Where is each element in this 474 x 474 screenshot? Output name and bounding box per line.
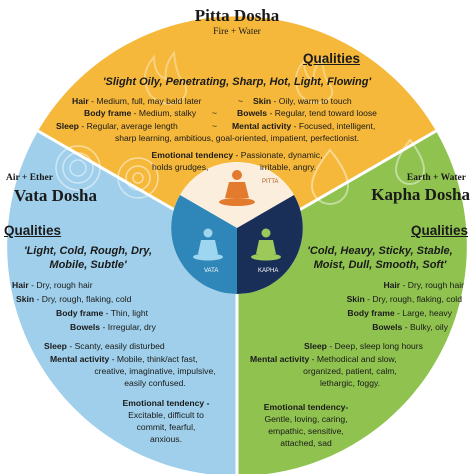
pitta-row-skin: Skin - Oily, warm to touch (253, 96, 352, 106)
pitta-qualities: 'Slight Oily, Penetrating, Sharp, Hot, L… (102, 76, 372, 88)
kapha-qualities-2: Moist, Dull, Smooth, Soft' (313, 259, 447, 271)
pitta-row-bowels: Bowels - Regular, tend toward loose (237, 108, 377, 118)
vata-mental-cont-2: easily confused. (124, 378, 186, 388)
pitta-row-sleep: Sleep - Regular, average length (56, 121, 178, 131)
pitta-qualities-heading: Qualities (303, 51, 361, 66)
kapha-mental-cont-2: lethargic, foggy. (319, 378, 381, 388)
kapha-row-hair: Hair - Dry, rough hair (383, 280, 464, 290)
kapha-row-skin: Skin - Dry, rough, flaking, cold (346, 294, 462, 304)
pitta-emotional-right: irritable, angry. (260, 162, 317, 172)
vata-mental-cont-1: creative, imaginative, impulsive, (94, 366, 216, 376)
kapha-row-body-frame: Body frame - Large, heavy (347, 308, 452, 318)
vata-row-sleep: Sleep - Scanty, easily disturbed (44, 341, 165, 351)
kapha-row-sleep: Sleep - Deep, sleep long hours (304, 341, 423, 351)
fire-watermark-icon (143, 50, 334, 105)
vata-row-mental: Mental activity - Mobile, think/act fast… (50, 354, 198, 364)
center-pitta-label: PITTA (262, 179, 279, 185)
kapha-emotional-3: attached, sad (280, 438, 332, 448)
vata-qualities-1: 'Light, Cold, Rough, Dry, (23, 245, 153, 257)
pitta-row-hair: Hair - Medium, full, may bald later (72, 96, 202, 106)
vata-row-skin: Skin - Dry, rough, flaking, cold (16, 294, 132, 304)
pitta-mental-cont: sharp learning, ambitious, goal-oriented… (114, 133, 360, 143)
vata-qualities-2: Mobile, Subtle' (49, 259, 127, 271)
vata-meditation-figure-icon (193, 228, 223, 261)
pitta-row-mental: Mental activity - Focused, intelligent, (232, 121, 376, 131)
vata-row-hair: Hair - Dry, rough hair (12, 280, 93, 290)
pitta-emotional: Emotional tendency - Passionate, dynamic… (151, 150, 323, 160)
pitta-row-sep-2: ~ (212, 108, 218, 118)
vata-emotional-3: anxious. (149, 434, 182, 444)
kapha-emotional-1: Gentle, loving, caring, (264, 414, 348, 424)
water-drop-icon (310, 138, 426, 205)
vata-row-body-frame: Body frame - Thin, light (56, 308, 149, 318)
center-kapha-label: KAPHA (258, 268, 278, 274)
vata-elements: Air + Ether (6, 173, 53, 183)
vata-emotional-2: commit, fearful, (136, 422, 196, 432)
kapha-mental-cont-1: organized, patient, calm, (303, 366, 397, 376)
kapha-emotional-2: empathic, sensitive, (268, 426, 344, 436)
vata-qualities-heading: Qualities (4, 223, 62, 238)
kapha-qualities-1: 'Cold, Heavy, Sticky, Stable, (307, 245, 453, 257)
pitta-row-sep-3: ~ (212, 121, 218, 131)
kapha-row-bowels: Bowels - Bulky, oily (372, 322, 448, 332)
vata-title: Vata Dosha (14, 186, 97, 205)
pitta-meditation-figure-icon (219, 170, 255, 206)
vata-emotional-1: Excitable, difficult to (128, 410, 204, 420)
pitta-row-sep-1: ~ (238, 96, 244, 106)
kapha-row-mental: Mental activity - Methodical and slow, (250, 354, 397, 364)
center-vata-label: VATA (204, 268, 218, 274)
pitta-row-body-frame: Body frame - Medium, stalky (84, 108, 197, 118)
kapha-title: Kapha Dosha (371, 185, 470, 204)
pitta-emotional-left: holds grudges, (152, 162, 209, 172)
kapha-emotional-label: Emotional tendency- (263, 402, 349, 412)
kapha-elements: Earth + Water (406, 173, 466, 183)
vata-emotional-label: Emotional tendency - (122, 398, 210, 408)
pitta-title: Pitta Dosha (194, 6, 280, 25)
vata-row-bowels: Bowels - Irregular, dry (70, 322, 156, 332)
kapha-meditation-figure-icon (251, 228, 281, 261)
pitta-elements: Fire + Water (213, 27, 261, 37)
kapha-qualities-heading: Qualities (410, 223, 468, 238)
pitta-sector (38, 16, 436, 247)
